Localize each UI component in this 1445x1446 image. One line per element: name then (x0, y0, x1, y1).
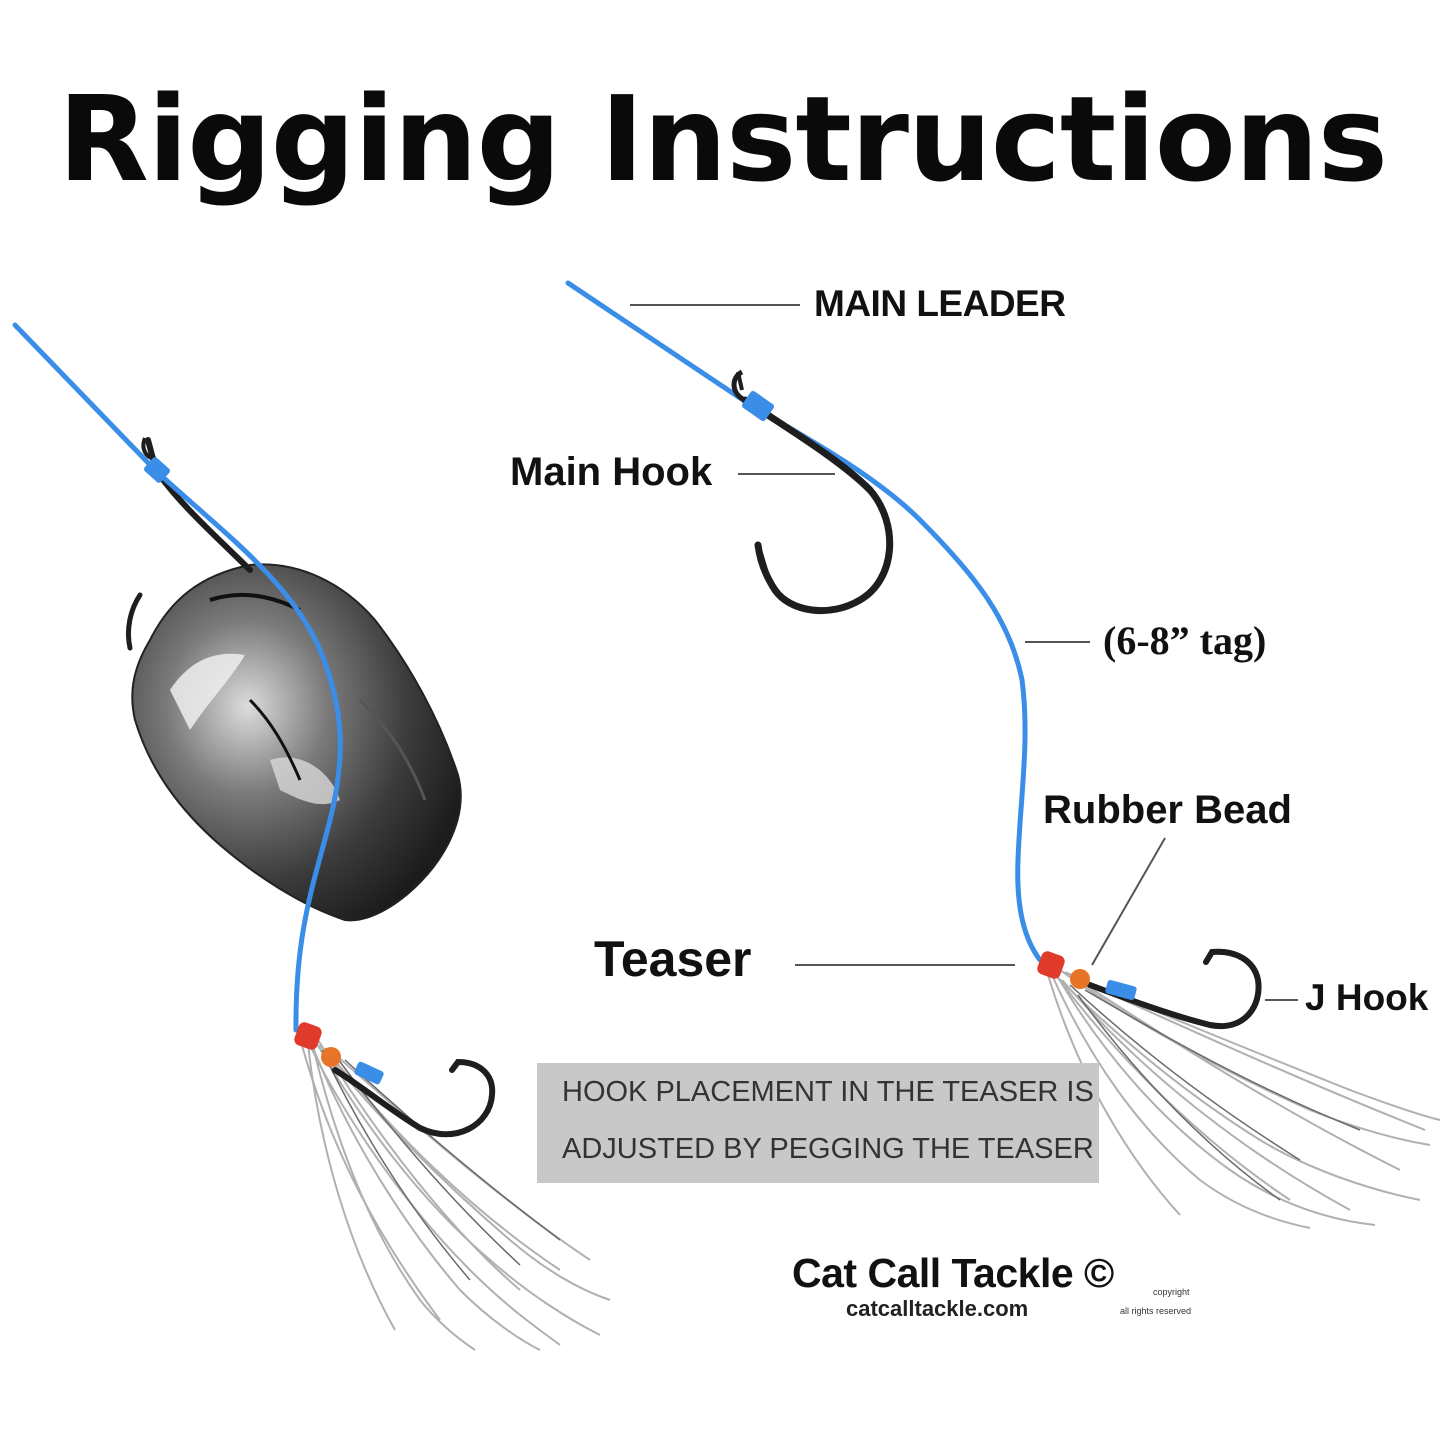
label-teaser: Teaser (594, 931, 752, 987)
brand-name: Cat Call Tackle © (792, 1250, 1114, 1296)
right-bead-orange (1070, 969, 1090, 989)
note-box: HOOK PLACEMENT IN THE TEASER IS ADJUSTED… (537, 1063, 1099, 1183)
label-j-hook: J Hook (1305, 977, 1429, 1018)
left-bead-red (294, 1022, 322, 1050)
label-main-leader: MAIN LEADER (814, 283, 1066, 324)
left-j-hook-icon (332, 1058, 496, 1138)
label-rubber-bead: Rubber Bead (1043, 788, 1292, 832)
right-bead-red (1037, 951, 1065, 979)
note-line-2: ADJUSTED BY PEGGING THE TEASER (562, 1133, 1094, 1165)
page-title: Rigging Instructions (57, 70, 1388, 208)
left-leader-line (12, 322, 343, 1033)
brand-copyright: copyright (1153, 1287, 1190, 1297)
main-leader-crimp (741, 390, 775, 422)
main-circle-hook-icon (731, 369, 894, 615)
brand-url: catcalltackle.com (846, 1296, 1029, 1321)
left-hook-peg (354, 1061, 384, 1085)
brand-rights-reserved: all rights reserved (1120, 1306, 1192, 1316)
label-tag-length: (6-8” tag) (1103, 618, 1267, 663)
bait-chunk-icon (131, 563, 462, 922)
note-line-1: HOOK PLACEMENT IN THE TEASER IS (562, 1076, 1094, 1108)
right-hook-peg (1105, 980, 1137, 1000)
callout-rubber-bead (1091, 837, 1166, 966)
right-teaser-skirt-shade (1069, 984, 1361, 1201)
left-leader-crimp (144, 457, 170, 483)
left-bead-orange (321, 1047, 341, 1067)
label-main-hook: Main Hook (510, 450, 713, 494)
main-leader-line (565, 280, 1043, 963)
right-j-hook-icon (1087, 948, 1262, 1030)
